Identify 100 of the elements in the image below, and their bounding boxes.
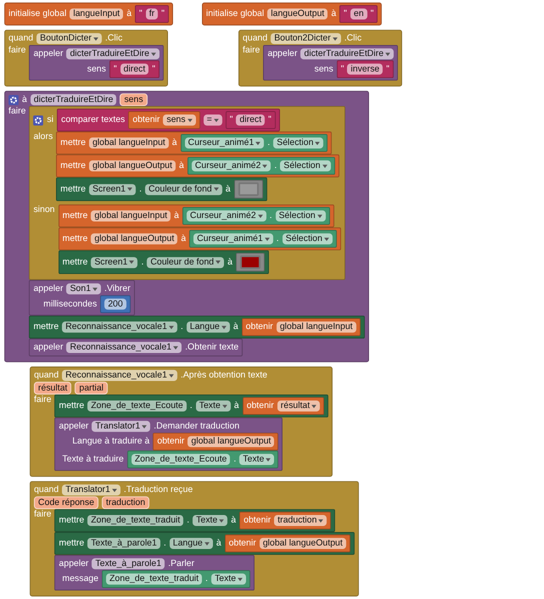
get-block (153, 432, 279, 451)
block-label: .Parler (168, 558, 194, 570)
block-label: " (114, 64, 117, 75)
parameter-field: traduction (102, 496, 150, 510)
get-block (242, 318, 360, 336)
block-label: . (190, 400, 192, 412)
block-label: . (141, 256, 144, 268)
block-label: à (233, 322, 238, 333)
block-label: à (174, 210, 179, 222)
name-field: global langueOutput (188, 436, 274, 448)
set-property-block (29, 316, 364, 339)
block-label: à (22, 94, 28, 106)
block-label: " (340, 64, 344, 75)
block-label: mettre (62, 210, 88, 222)
block-label: à (234, 400, 239, 412)
get-block (128, 111, 200, 129)
dropdown-field: Texte (240, 454, 274, 465)
block-label: mettre (62, 256, 88, 268)
block-label: .Clic (344, 33, 362, 44)
block-label: alors (33, 132, 53, 143)
block-label: mettre (60, 160, 86, 172)
event-block (30, 366, 333, 477)
call-block (54, 554, 255, 591)
event-block (238, 30, 402, 87)
block-label: obtenir (157, 436, 184, 448)
block-label: " (152, 64, 156, 75)
block-label: obtenir (228, 538, 256, 549)
dropdown-field: Sélection (275, 210, 326, 222)
block-label: . (269, 210, 272, 222)
block-label: mettre (58, 400, 84, 412)
block-label: message (62, 574, 98, 585)
block-label: à (216, 538, 222, 549)
name-field: 200 (104, 298, 126, 310)
block-label: mettre (58, 515, 84, 526)
get-block (239, 512, 332, 530)
property-block (180, 134, 328, 152)
property-block (182, 207, 330, 225)
block-label: .Vibrer (104, 283, 130, 294)
dropdown-field: Reconnaissance_vocale1 (66, 342, 182, 353)
dropdown-field: Langue (170, 538, 213, 549)
dropdown-field: Curseur_animé1 (194, 233, 274, 244)
call-block (263, 44, 398, 81)
call-block (29, 44, 164, 81)
block-label: . (186, 515, 190, 526)
property-block (187, 156, 335, 175)
block-label: à (126, 8, 132, 20)
call-block (29, 280, 135, 316)
event-block (4, 30, 168, 87)
block-label: appeler (33, 342, 64, 353)
block-label: si (47, 114, 54, 126)
text-block (109, 60, 160, 78)
dropdown-field: Langue (186, 322, 230, 333)
if-block (29, 106, 346, 280)
name-field: fr (146, 8, 158, 20)
block-label: Langue à traduire à (72, 436, 150, 448)
block-label: .Traduction reçue (124, 484, 193, 496)
dropdown-field: dicterTraduireEtDire (66, 48, 160, 60)
color-block (236, 252, 265, 272)
dropdown-field: Reconnaissance_vocale1 (62, 322, 178, 333)
block-label: obtenir (246, 400, 274, 412)
dropdown-field: Translator1 (92, 420, 150, 432)
block-label: comparer textes (61, 114, 125, 126)
number-block (100, 295, 130, 314)
name-field: global langueOutput (259, 538, 346, 549)
dropdown-field: Bouton2Dicter (270, 33, 341, 44)
block-label: . (139, 184, 142, 195)
set-property-block (56, 177, 267, 202)
name-field: Zone_de_texte_Ecoute (131, 454, 230, 465)
dropdown-field: Sélection (280, 160, 331, 172)
block-label: Texte à traduire (62, 454, 124, 465)
event-block (30, 481, 359, 596)
name-field: langueOutput (268, 8, 328, 20)
name-field: global langueInput (89, 137, 169, 148)
variable-block (4, 2, 174, 26)
get-block (224, 534, 350, 552)
name-field: global langueOutput (89, 160, 176, 172)
block-label: appeler (58, 558, 89, 570)
block-label: .Demander traduction (154, 420, 240, 432)
block-label: obtenir (132, 114, 160, 126)
name-field: Zone_de_texte_Ecoute (88, 400, 186, 412)
dropdown-field: Curseur_animé2 (186, 210, 266, 222)
block-label: obtenir (246, 322, 274, 333)
block-label: mettre (62, 233, 88, 244)
block-label: à (180, 233, 186, 244)
name-field: Zone_de_texte_traduit (106, 574, 202, 585)
block-label: initialise global (8, 8, 66, 20)
set-block (58, 204, 334, 228)
block-label: . (180, 322, 184, 333)
set-property-block (54, 509, 336, 532)
dropdown-field: BoutonDicter (36, 33, 102, 44)
name-field: global langueInput (91, 210, 171, 222)
dropdown-field: dicterTraduireEtDire (300, 48, 394, 60)
block-label: .Après obtention texte (180, 370, 268, 381)
dropdown-field: Son1 (66, 283, 101, 294)
parameter-field: sens (120, 93, 148, 106)
property-block (189, 230, 337, 248)
set-block (56, 154, 339, 178)
name-field: Texte_à_parole1 (88, 538, 160, 549)
dropdown-field: Reconnaissance_vocale1 (62, 370, 178, 381)
block-label: mettre (60, 184, 86, 195)
